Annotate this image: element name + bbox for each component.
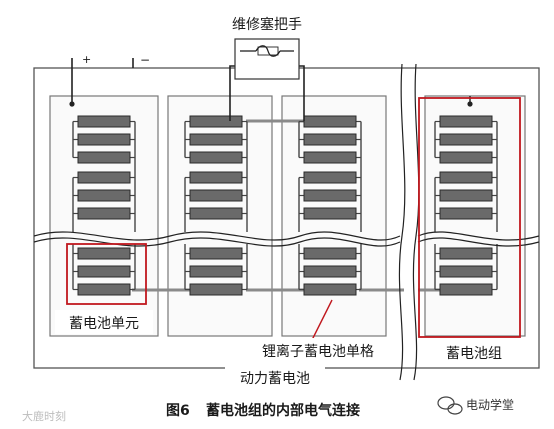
battery-cell — [439, 151, 493, 164]
cell-label: 锂离子蓄电池单格 — [262, 343, 374, 360]
fuse-icon — [240, 45, 294, 57]
minus-label: − — [140, 53, 150, 67]
battery-cell — [439, 247, 493, 260]
battery-cell — [189, 207, 243, 220]
battery-cell — [189, 265, 243, 278]
battery-cell — [303, 283, 357, 296]
break-lines — [33, 63, 540, 381]
battery-cell — [303, 133, 357, 146]
battery-cell — [439, 133, 493, 146]
battery-cell — [439, 189, 493, 202]
battery-cell — [77, 171, 131, 184]
battery-cell — [189, 171, 243, 184]
battery-cell — [189, 283, 243, 296]
battery-cell — [189, 133, 243, 146]
battery-cell — [77, 265, 131, 278]
battery-cell — [303, 265, 357, 278]
module-label-bg — [55, 310, 153, 334]
pack-label: 动力蓄电池 — [240, 371, 310, 387]
wechat-icon — [437, 396, 463, 415]
pack-label-bg — [225, 366, 325, 388]
battery-cell — [77, 247, 131, 260]
battery-cell — [303, 247, 357, 260]
series-bus-lines — [132, 119, 445, 292]
battery-cell — [77, 151, 131, 164]
watermark-right: 电动学堂 — [466, 397, 514, 412]
battery-cell — [189, 115, 243, 128]
service-plug-box — [234, 38, 300, 80]
battery-cell — [77, 115, 131, 128]
cell-label-bg — [245, 338, 390, 362]
battery-cell — [439, 283, 493, 296]
module-highlight — [66, 243, 147, 305]
battery-cell — [77, 133, 131, 146]
battery-cell — [303, 207, 357, 220]
battery-cell — [189, 247, 243, 260]
battery-cell — [439, 115, 493, 128]
group-label-bg — [432, 340, 516, 364]
battery-cell — [439, 171, 493, 184]
battery-cell — [439, 265, 493, 278]
watermark-left: 大鹿时刻 — [22, 409, 66, 423]
plus-terminal-node — [69, 101, 75, 107]
battery-cell — [77, 189, 131, 202]
group-highlight — [418, 97, 521, 338]
battery-cell — [77, 283, 131, 296]
battery-cell — [189, 189, 243, 202]
group-label: 蓄电池组 — [446, 346, 502, 362]
battery-cell — [303, 115, 357, 128]
battery-cell — [303, 151, 357, 164]
service-plug-label: 维修塞把手 — [232, 16, 302, 33]
battery-cell — [77, 207, 131, 220]
figure-number: 图6 — [166, 403, 190, 419]
battery-cell — [303, 189, 357, 202]
cell-array — [72, 115, 498, 296]
module-label: 蓄电池单元 — [69, 316, 139, 332]
battery-cell — [189, 151, 243, 164]
battery-cell — [439, 207, 493, 220]
figure-title: 蓄电池组的内部电气连接 — [206, 402, 360, 419]
plus-label: + — [82, 53, 91, 66]
battery-cell — [303, 171, 357, 184]
